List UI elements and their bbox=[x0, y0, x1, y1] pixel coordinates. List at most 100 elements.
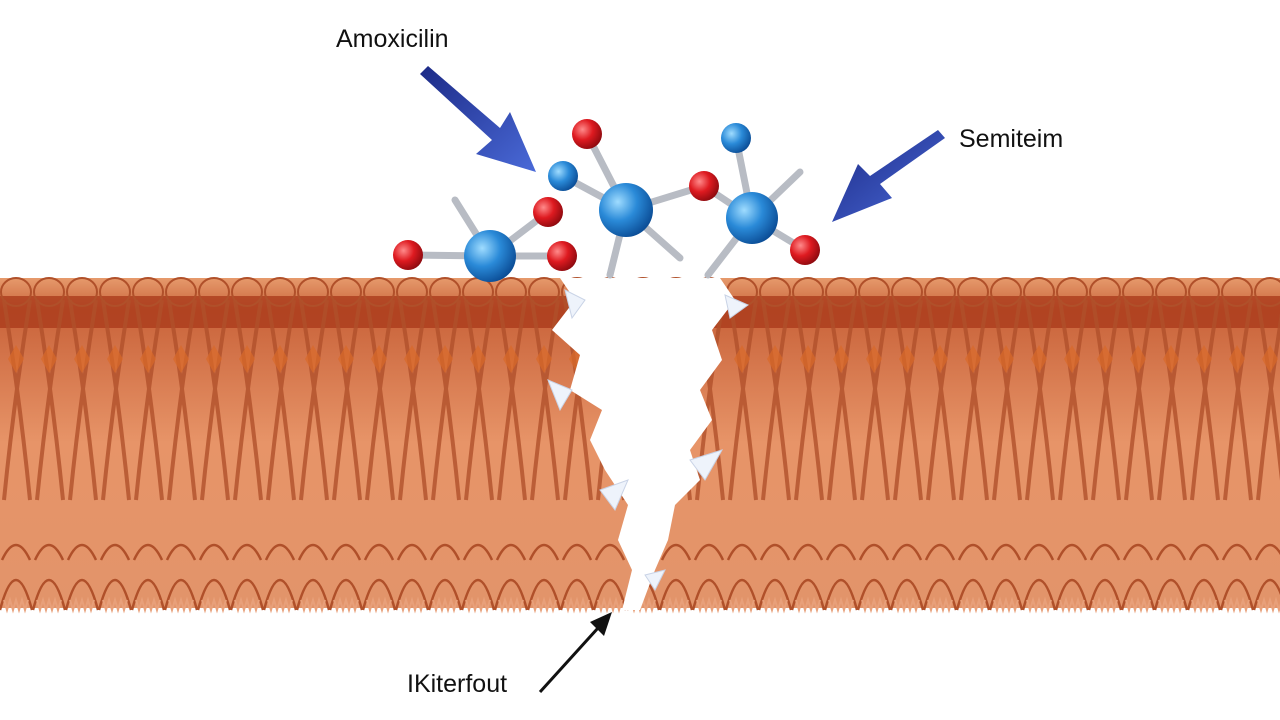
lipid-unit bbox=[526, 277, 562, 614]
lipid-unit bbox=[196, 277, 232, 614]
lipid-head-top bbox=[363, 277, 395, 307]
lipid-tail bbox=[167, 299, 197, 501]
lipid-pattern bbox=[833, 345, 849, 373]
carbon-atom bbox=[726, 192, 778, 244]
lipid-pattern bbox=[338, 345, 354, 373]
lipid-fringe bbox=[597, 596, 623, 614]
lipid-unit bbox=[493, 277, 529, 614]
black-arrow-shaft bbox=[538, 626, 600, 694]
lipid-fringe bbox=[135, 596, 161, 614]
lipid-tail bbox=[35, 299, 65, 501]
lipid-head-bottom bbox=[328, 543, 364, 611]
lipid-head-bottom bbox=[1252, 543, 1280, 611]
lipid-head-bottom bbox=[130, 543, 166, 611]
lipid-unit bbox=[0, 277, 34, 614]
lipid-head-top bbox=[1023, 277, 1055, 307]
lipid-unit bbox=[64, 277, 100, 614]
lipid-unit bbox=[262, 277, 298, 614]
lipid-head-top bbox=[957, 277, 989, 307]
lipid-pattern bbox=[866, 345, 882, 373]
lipid-fringe bbox=[1257, 596, 1280, 614]
lipid-fringe bbox=[927, 596, 953, 614]
lipid-fringe bbox=[399, 596, 425, 614]
lipid-head-bottom bbox=[856, 543, 892, 611]
lipid-fringe bbox=[432, 596, 458, 614]
lipid-fringe bbox=[1158, 596, 1184, 614]
lipid-fringe bbox=[333, 596, 359, 614]
lipid-head-top bbox=[759, 277, 791, 307]
lipid-pattern bbox=[1064, 345, 1080, 373]
lipid-head-top bbox=[66, 277, 98, 307]
lipid-pattern bbox=[74, 345, 90, 373]
lipid-tail bbox=[1091, 299, 1121, 501]
lipid-fringe bbox=[69, 596, 95, 614]
lipid-head-bottom bbox=[460, 543, 496, 611]
lipid-head-top bbox=[330, 277, 362, 307]
lipid-unit bbox=[97, 277, 133, 614]
lipid-head-top bbox=[1188, 277, 1220, 307]
lipid-tail bbox=[827, 299, 857, 501]
lipid-fringe bbox=[201, 596, 227, 614]
lipid-pattern bbox=[470, 345, 486, 373]
lipid-fringe bbox=[531, 596, 557, 614]
lipid-head-bottom bbox=[1219, 543, 1255, 611]
lipid-head-top bbox=[297, 277, 329, 307]
lipid-pattern bbox=[1196, 345, 1212, 373]
lipid-fringe bbox=[3, 596, 29, 614]
lipid-tail bbox=[365, 299, 395, 501]
lipid-unit bbox=[988, 277, 1024, 614]
lipid-pattern bbox=[305, 345, 321, 373]
lipid-fringe bbox=[1059, 596, 1085, 614]
lipid-pattern bbox=[767, 345, 783, 373]
lipid-unit bbox=[1120, 277, 1156, 614]
lipid-head-bottom bbox=[955, 543, 991, 611]
label-amoxicilin: Amoxicilin bbox=[336, 25, 449, 53]
oxygen-atom bbox=[393, 240, 423, 270]
lipid-head-bottom bbox=[163, 543, 199, 611]
lipid-fringe bbox=[663, 596, 689, 614]
lipid-fringe bbox=[729, 596, 755, 614]
lipid-fringe bbox=[960, 596, 986, 614]
lipid-tail bbox=[431, 299, 461, 501]
lipid-tail bbox=[959, 299, 989, 501]
lipid-fringe bbox=[1092, 596, 1118, 614]
lipid-fringe bbox=[894, 596, 920, 614]
lipid-head-bottom bbox=[262, 543, 298, 611]
lipid-head-bottom bbox=[1186, 543, 1222, 611]
lipid-pattern bbox=[107, 345, 123, 373]
lipid-tail bbox=[1058, 299, 1088, 501]
lipid-head-bottom bbox=[922, 543, 958, 611]
lipid-fringe bbox=[1224, 596, 1250, 614]
lipid-fringe bbox=[993, 596, 1019, 614]
lipid-tail bbox=[332, 299, 362, 501]
lipid-pattern bbox=[206, 345, 222, 373]
lipid-pattern bbox=[239, 345, 255, 373]
lipid-pattern bbox=[1163, 345, 1179, 373]
lipid-pattern bbox=[800, 345, 816, 373]
lipid-fringe bbox=[36, 596, 62, 614]
lipid-fringe bbox=[168, 596, 194, 614]
oxygen-atom bbox=[533, 197, 563, 227]
lipid-tail bbox=[1256, 299, 1280, 501]
lipid-pattern bbox=[1262, 345, 1278, 373]
lipid-unit bbox=[1219, 277, 1255, 614]
lipid-tail bbox=[860, 299, 890, 501]
lipid-head-bottom bbox=[724, 543, 760, 611]
lipid-head-top bbox=[858, 277, 890, 307]
lipid-head-bottom bbox=[229, 543, 265, 611]
lipid-pattern bbox=[173, 345, 189, 373]
lipid-tail bbox=[728, 299, 758, 501]
lipid-tail bbox=[2, 299, 32, 501]
lipid-head-top bbox=[0, 277, 32, 307]
lipid-head-bottom bbox=[823, 543, 859, 611]
oxygen-atom bbox=[572, 119, 602, 149]
lipid-head-top bbox=[231, 277, 263, 307]
lipid-head-top bbox=[1254, 277, 1280, 307]
shard bbox=[547, 379, 573, 412]
lipid-unit bbox=[757, 277, 793, 614]
carbon-atom bbox=[464, 230, 516, 282]
lipid-unit bbox=[130, 277, 166, 614]
oxygen-atom bbox=[790, 235, 820, 265]
lipid-tail bbox=[299, 299, 329, 501]
lipid-head-bottom bbox=[427, 543, 463, 611]
